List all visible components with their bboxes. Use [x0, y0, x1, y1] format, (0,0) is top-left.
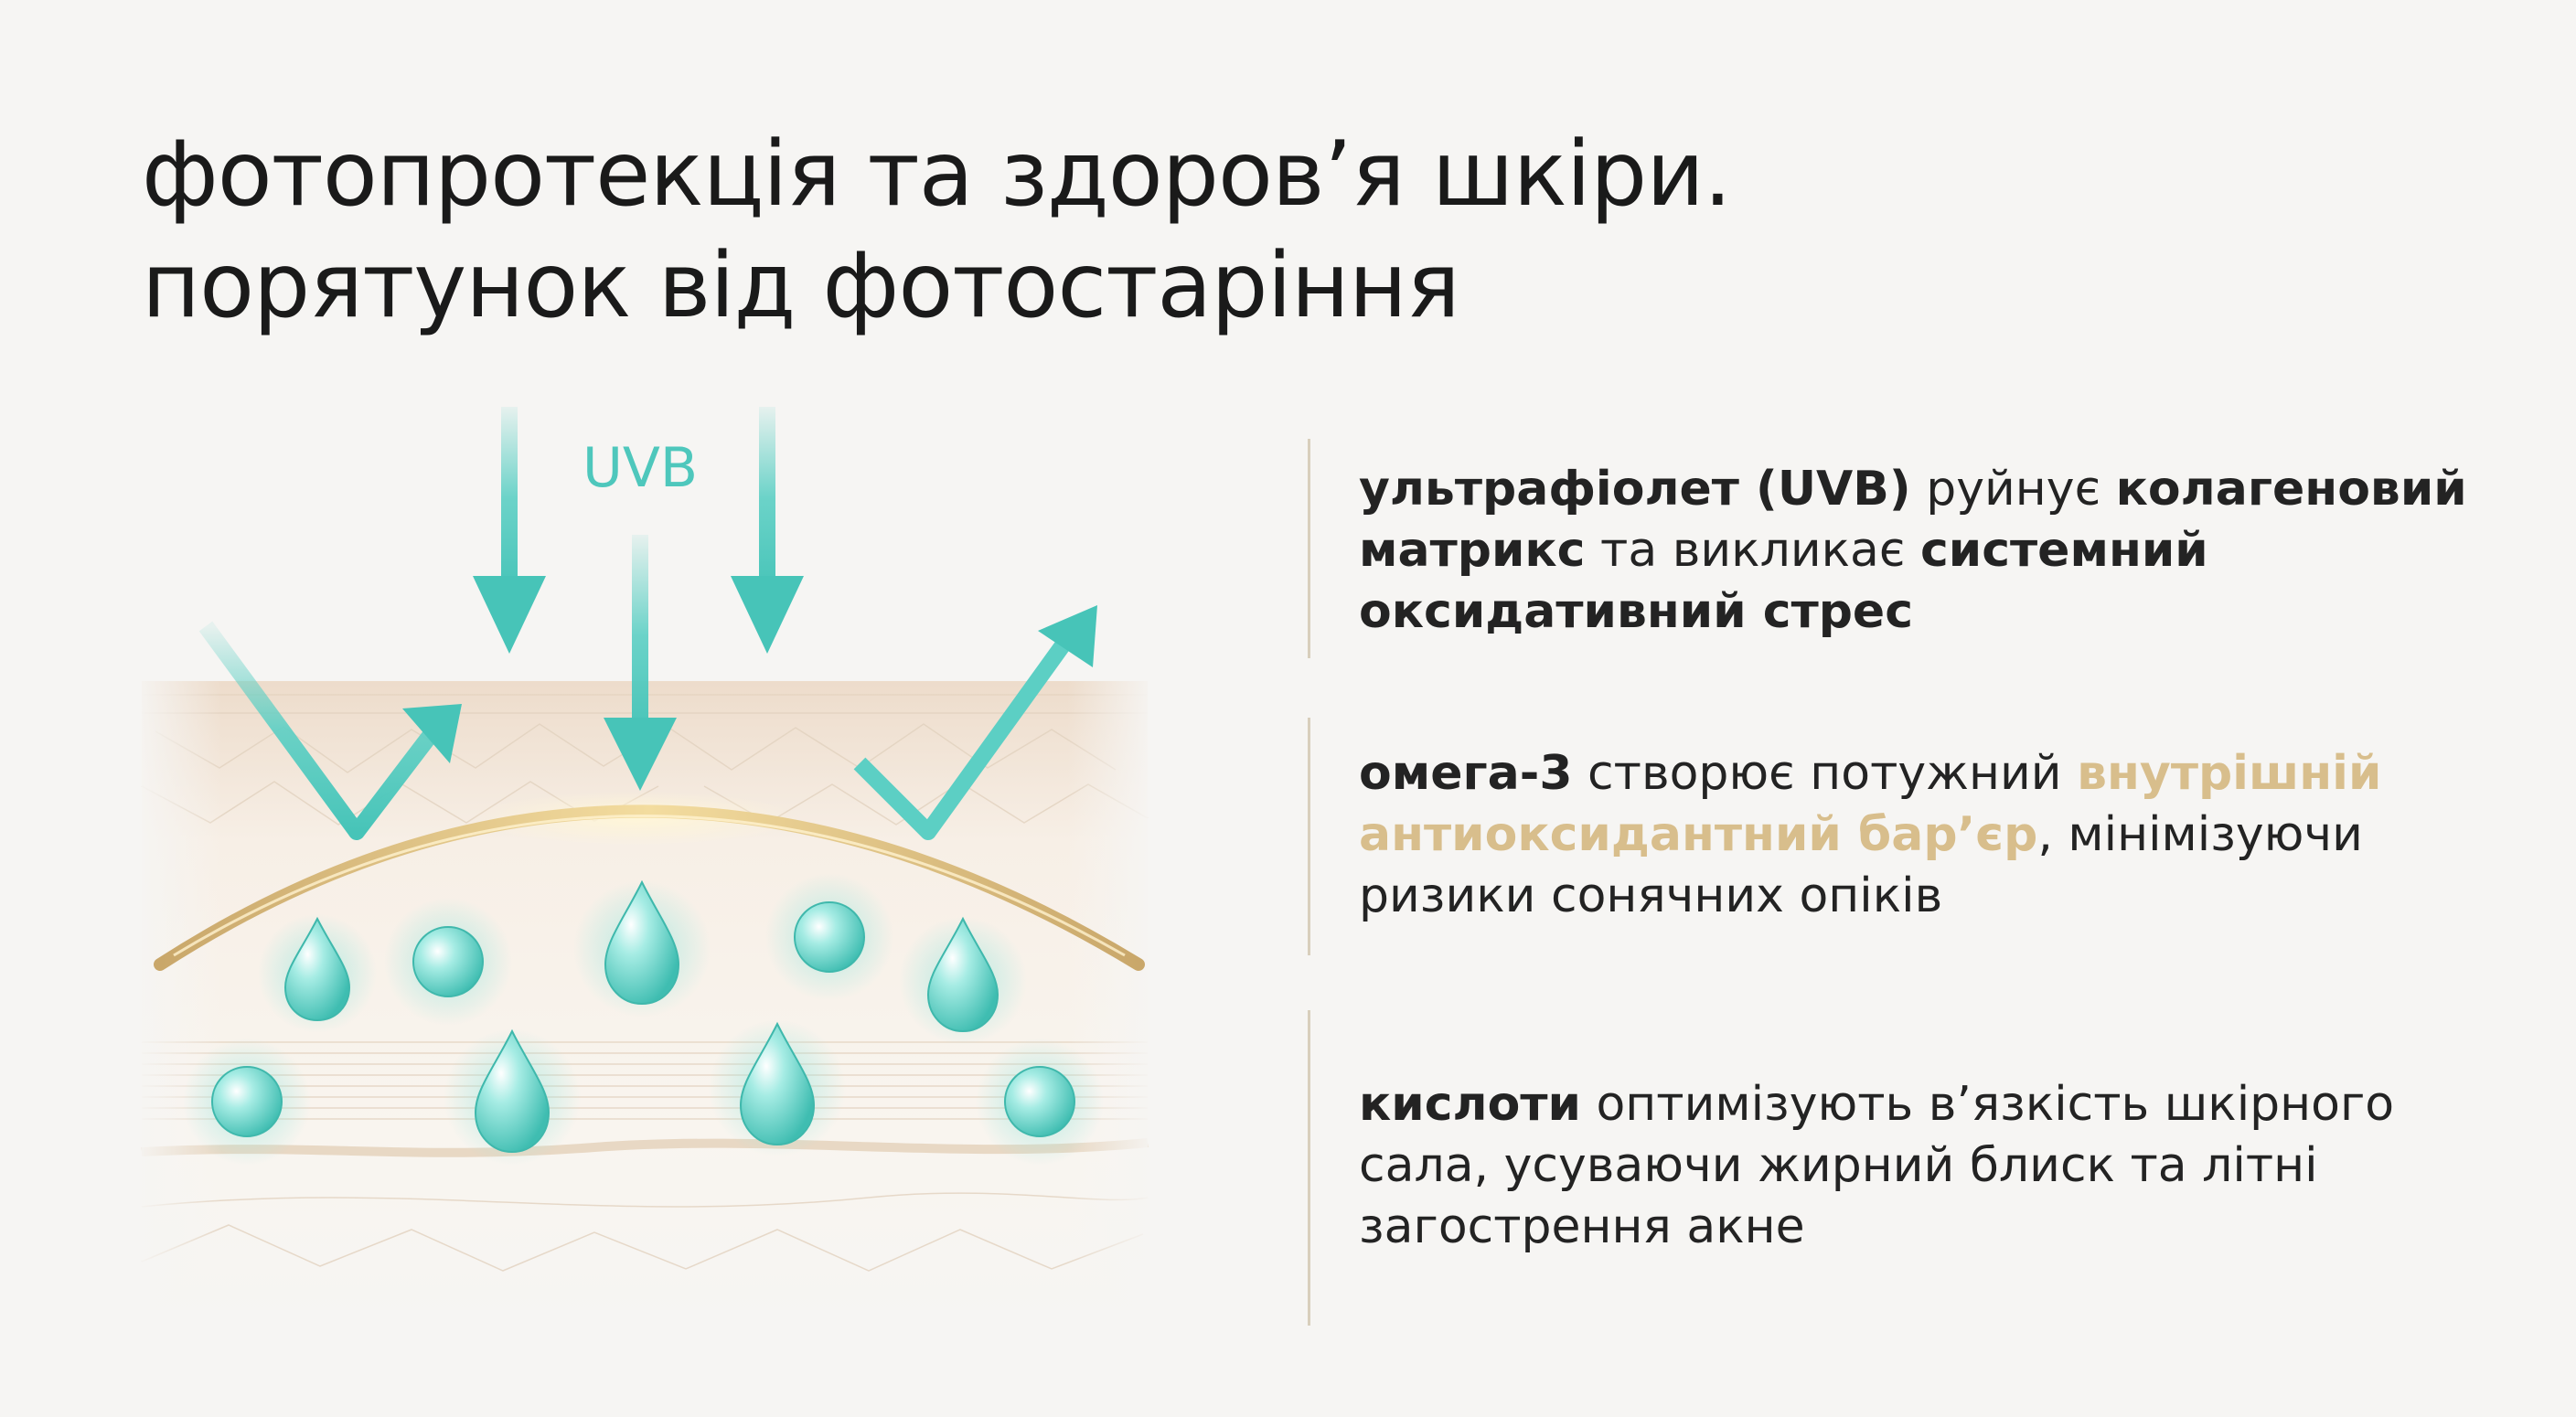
- omega-sphere: [384, 898, 512, 1026]
- omega-drops: [183, 873, 1104, 1166]
- omega-drop: [444, 1028, 581, 1166]
- omega-drop: [573, 879, 711, 1017]
- title-line-2: порятунок від фотостаріння: [142, 234, 1460, 338]
- uv-label: UVB: [583, 436, 698, 500]
- bold-text: системний оксидативний стрес: [1359, 523, 2208, 639]
- highlight-text: внутрішній антиоксидантний бар’єр: [1359, 746, 2382, 862]
- omega-drop: [899, 916, 1027, 1045]
- skin-uv-diagram: UVB: [141, 407, 1149, 1326]
- bold-text: кислоти: [1359, 1077, 1581, 1132]
- benefit-omega3: омега-3 створює потужний внутрішній анти…: [1308, 718, 2496, 955]
- bold-text: колагеновий матрикс: [1359, 462, 2467, 578]
- omega-drop: [258, 914, 377, 1033]
- benefit-text: ультрафіолет (UVB) руйнує колагеновий ма…: [1359, 459, 2496, 643]
- omega-sphere: [183, 1038, 311, 1166]
- text: та викликає: [1585, 523, 1920, 578]
- uv-arrow-down-right: [731, 407, 804, 654]
- omega-sphere: [765, 873, 893, 1001]
- uv-arrow-bounce-left: [198, 621, 437, 840]
- uv-arrowhead-right: [1038, 605, 1097, 667]
- bold-text: омега-3: [1359, 746, 1573, 801]
- text: оптимізують в’язкість шкірного сала, усу…: [1359, 1077, 2395, 1254]
- barrier-glow: [471, 791, 800, 846]
- text: руйнує: [1910, 462, 2116, 517]
- uv-arrow-down-center: [604, 535, 677, 791]
- uv-arrow-down-left: [473, 407, 546, 654]
- benefit-acids: кислоти оптимізують в’язкість шкірного с…: [1308, 1010, 2496, 1326]
- benefit-uvb: ультрафіолет (UVB) руйнує колагеновий ма…: [1308, 439, 2496, 658]
- bold-text: ультрафіолет (UVB): [1359, 462, 1911, 517]
- uv-arrow-bounce-right: [853, 630, 1077, 840]
- barrier-arc: [154, 804, 1145, 971]
- text: , мінімізуючи ризики сонячних опіків: [1359, 807, 2363, 923]
- text: створює потужний: [1572, 746, 2078, 801]
- benefit-text: омега-3 створює потужний внутрішній анти…: [1359, 743, 2496, 927]
- omega-drop: [709, 1019, 846, 1156]
- uv-arrowhead-left: [402, 704, 462, 763]
- page-title: фотопротекція та здоров’я шкіри. порятун…: [142, 119, 2062, 342]
- omega-sphere: [976, 1038, 1104, 1166]
- benefit-text: кислоти оптимізують в’язкість шкірного с…: [1359, 1074, 2496, 1258]
- title-line-1: фотопротекція та здоров’я шкіри.: [142, 123, 1732, 227]
